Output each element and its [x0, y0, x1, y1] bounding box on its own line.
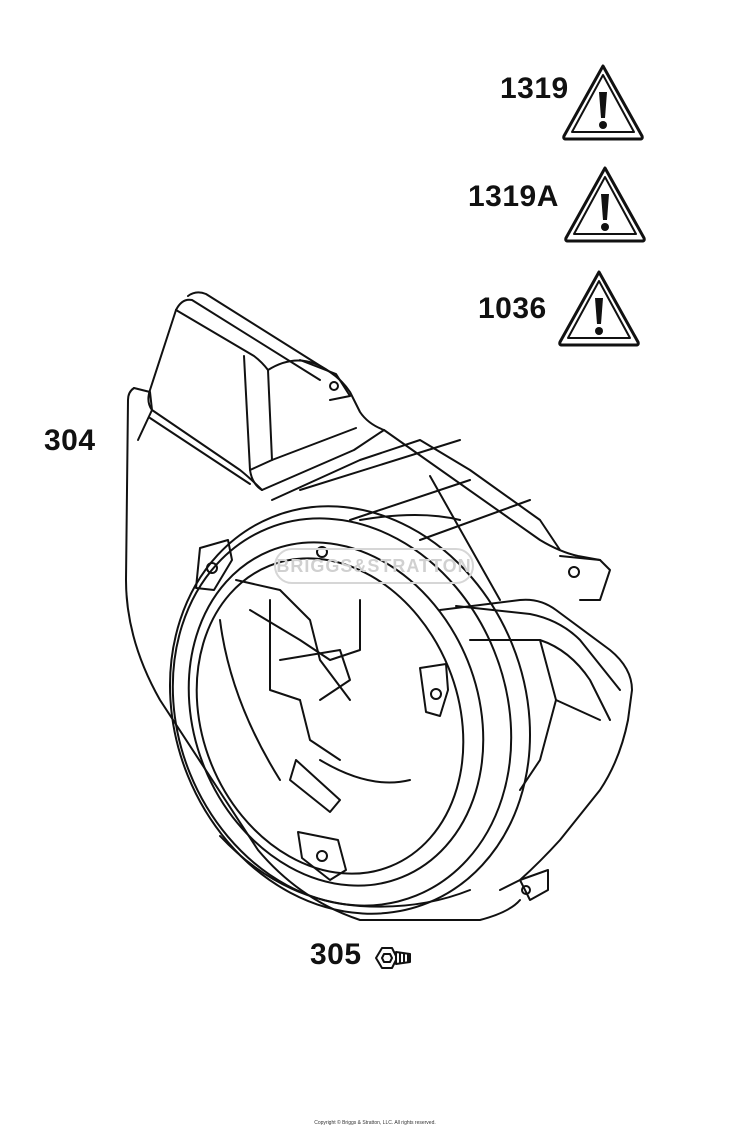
housing-right-lobe — [439, 598, 633, 891]
warning-decal-1036-icon — [558, 270, 640, 347]
callout-305: 305 — [310, 938, 362, 971]
housing-left-side — [125, 387, 521, 921]
callout-304: 304 — [44, 424, 96, 457]
housing-outer-ring — [169, 505, 531, 915]
warning-decal-1319-icon — [562, 64, 644, 141]
screw-305-icon — [375, 947, 411, 969]
callout-1319a: 1319A — [468, 180, 559, 213]
warning-decal-1319a-icon — [564, 166, 646, 243]
brand-watermark: BRIGGS&STRATTON — [274, 548, 474, 584]
callout-1319: 1319 — [500, 72, 569, 105]
copyright-notice: Copyright © Briggs & Stratton, LLC. All … — [314, 1120, 436, 1126]
housing-inner-opening — [195, 557, 465, 875]
housing-top-ridge — [187, 291, 601, 561]
callout-1036: 1036 — [478, 292, 547, 325]
